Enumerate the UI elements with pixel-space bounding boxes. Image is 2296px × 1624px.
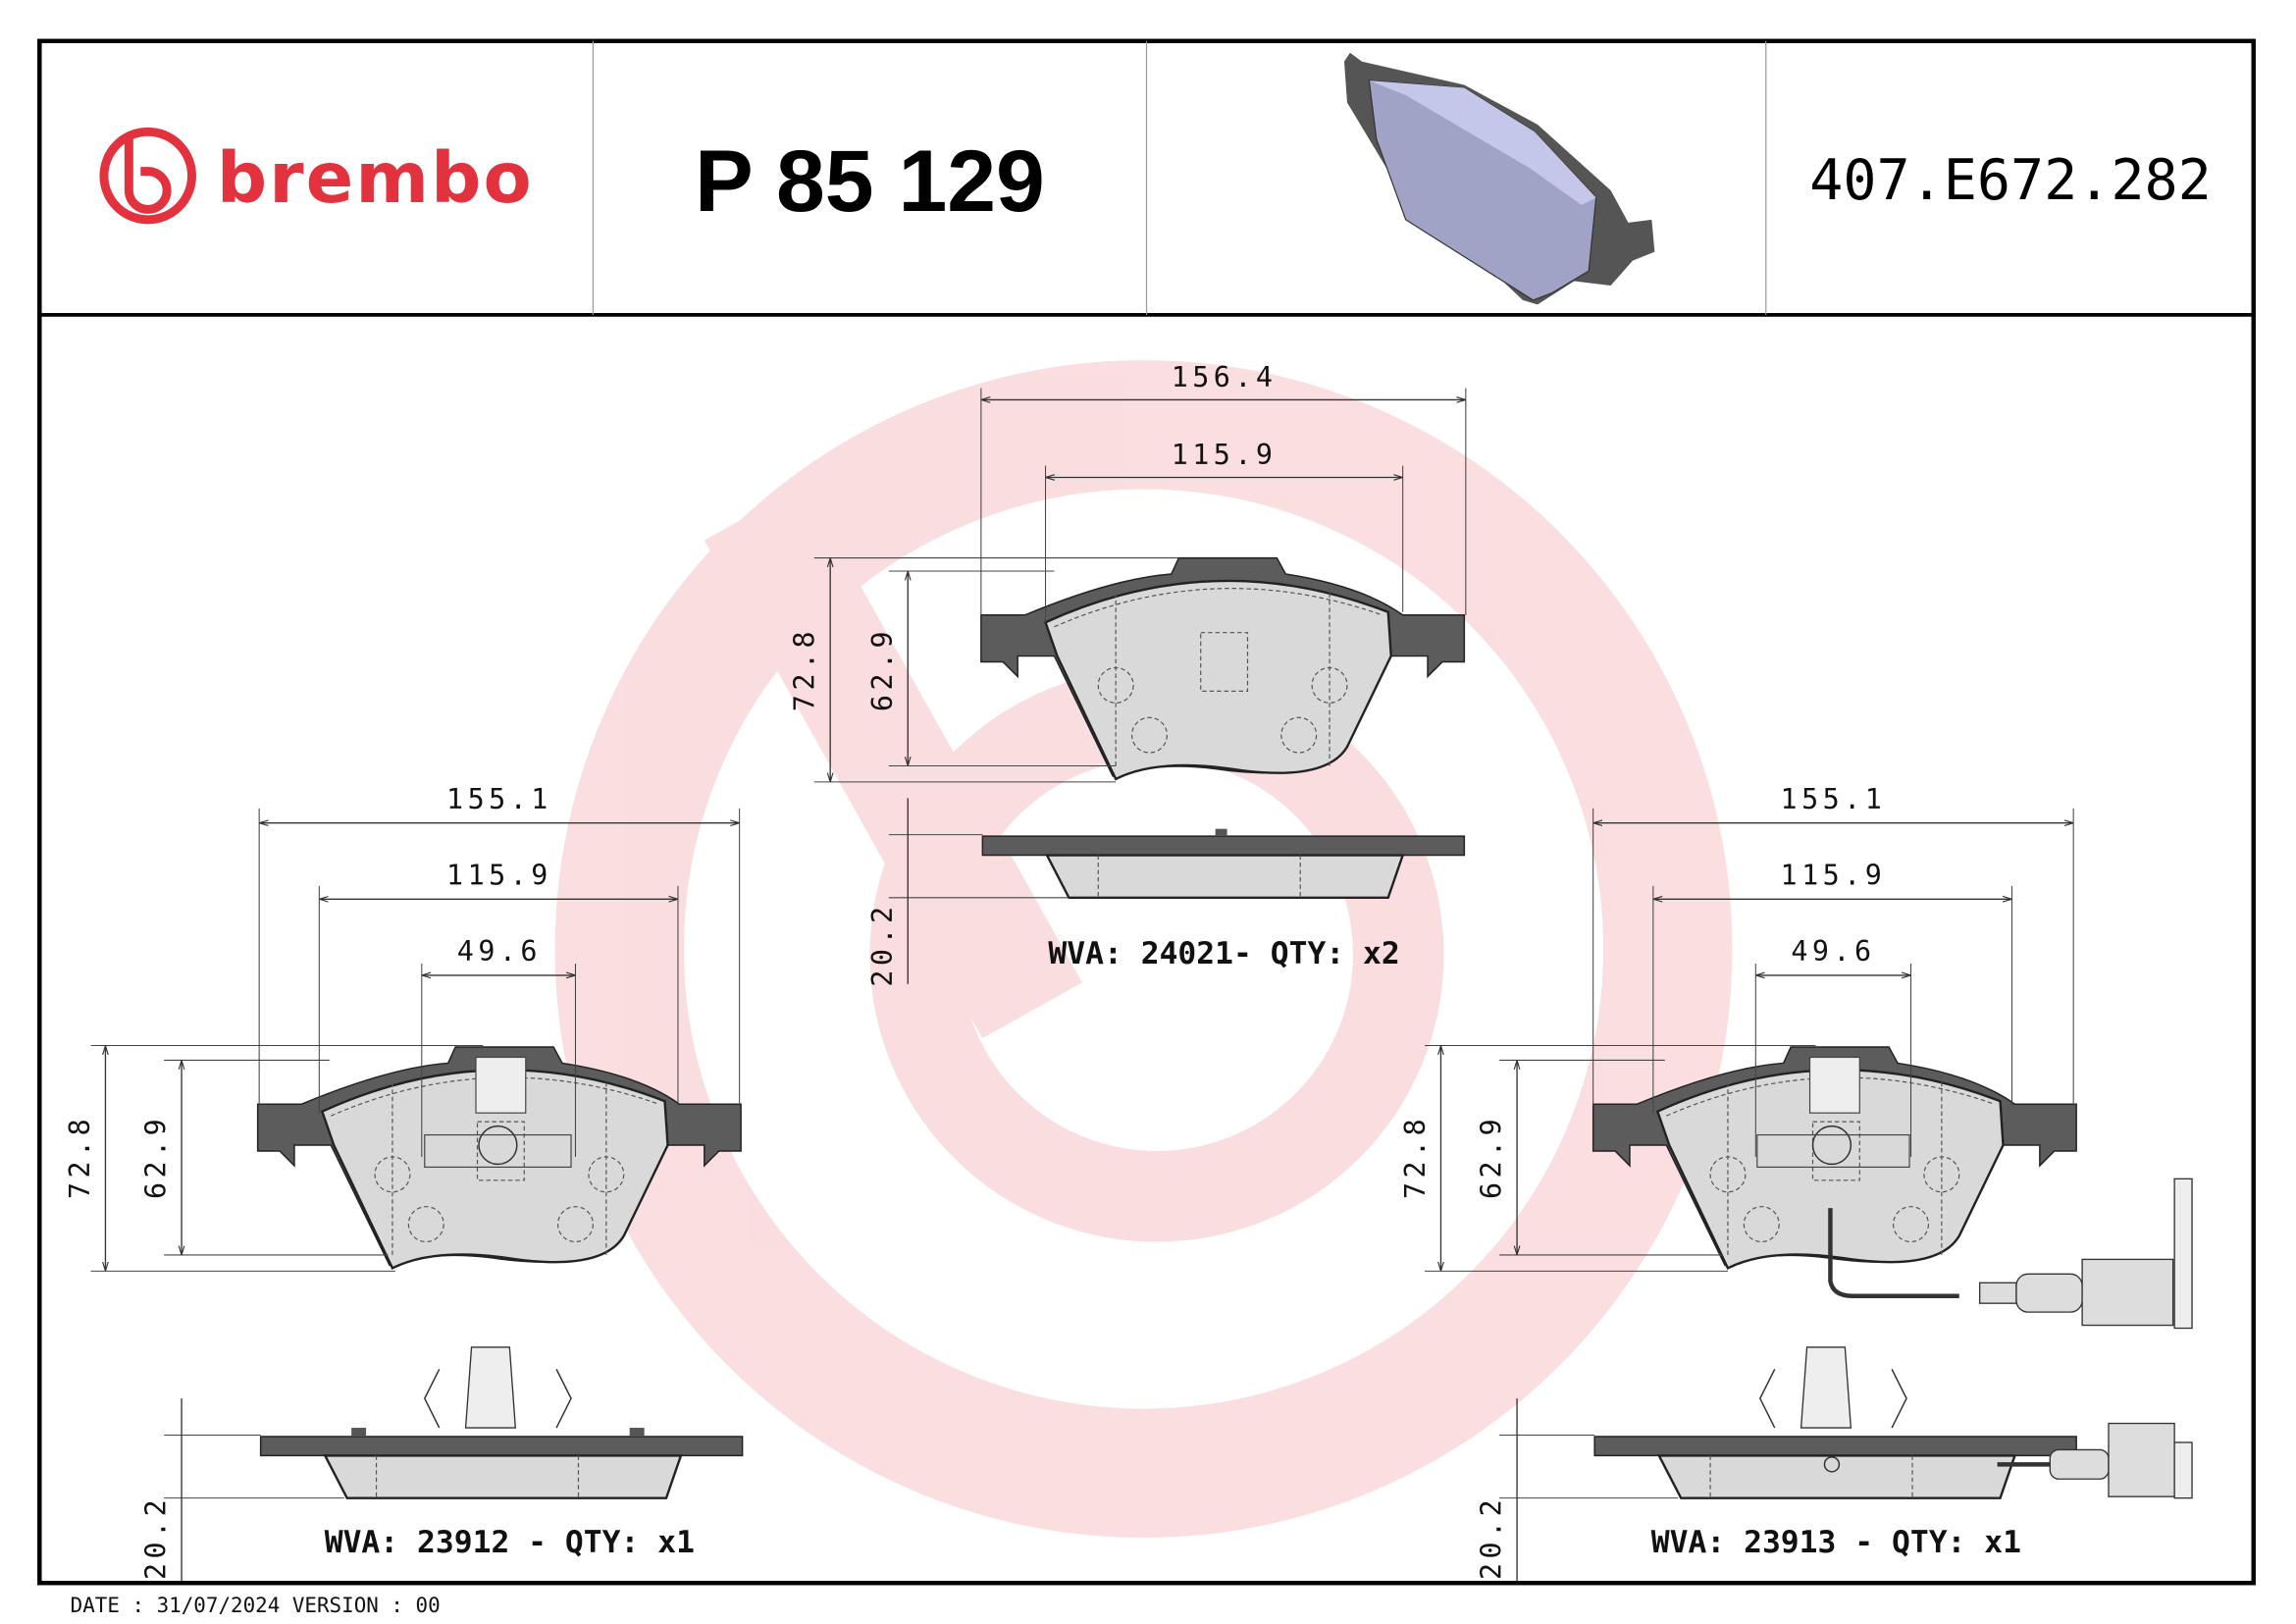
left-overall-height: 72.8 xyxy=(64,1115,96,1199)
top-pad-label: WVA: 24021- QTY: x2 xyxy=(1048,936,1399,971)
brembo-logo: brembo xyxy=(99,127,532,225)
left-center-width: 49.6 xyxy=(457,935,542,968)
top-pad-side-view xyxy=(981,828,1466,899)
brembo-logo-icon xyxy=(99,127,196,225)
left-pad-spring-clip xyxy=(351,1346,645,1437)
part-number: P 85 129 xyxy=(695,131,1045,230)
wear-sensor-front xyxy=(1828,1178,2193,1330)
reference-code: 407.E672.282 xyxy=(1809,148,2212,213)
left-friction-height: 62.9 xyxy=(140,1115,173,1199)
brembo-logo-swirl xyxy=(124,138,172,214)
right-pad-label: WVA: 23913 - QTY: x1 xyxy=(1651,1525,2021,1560)
pad-3d-preview xyxy=(1343,52,1655,305)
right-overall-width: 155.1 xyxy=(1781,783,1887,815)
right-pad-spring-clip xyxy=(1758,1346,1907,1473)
top-thickness: 20.2 xyxy=(866,902,899,986)
left-pad-clip xyxy=(424,1056,572,1168)
right-friction-height: 62.9 xyxy=(1476,1115,1508,1199)
top-pad-dimensions: 156.4 115.9 72.8 62.9 20.2 WVA: 24021- Q… xyxy=(789,361,1467,987)
left-friction-width: 115.9 xyxy=(446,859,552,891)
left-pad-label: WVA: 23912 - QTY: x1 xyxy=(325,1525,695,1560)
top-friction-width: 115.9 xyxy=(1172,439,1278,471)
right-overall-height: 72.8 xyxy=(1399,1115,1432,1199)
left-pad-side-view xyxy=(259,1435,744,1499)
left-pad-dimensions: 155.1 115.9 49.6 72.8 62.9 20.2 WVA: 239… xyxy=(64,783,741,1582)
date-version: DATE : 31/07/2024 VERSION : 00 xyxy=(71,1594,441,1617)
right-friction-width: 115.9 xyxy=(1781,859,1887,891)
top-overall-height: 72.8 xyxy=(789,627,821,711)
right-thickness: 20.2 xyxy=(1476,1495,1508,1580)
top-overall-width: 156.4 xyxy=(1172,361,1278,393)
right-center-width: 49.6 xyxy=(1791,935,1875,968)
left-overall-width: 155.1 xyxy=(446,783,552,815)
right-pad-side-view xyxy=(1592,1435,2078,1499)
wear-sensor-side xyxy=(1997,1422,2193,1499)
top-friction-height: 62.9 xyxy=(866,627,899,711)
right-pad-dimensions: 155.1 115.9 49.6 72.8 62.9 20.2 WVA: 239… xyxy=(1399,783,2074,1582)
brand-name: brembo xyxy=(217,137,532,219)
left-thickness: 20.2 xyxy=(140,1495,173,1580)
right-pad-clip xyxy=(1756,1056,1910,1168)
